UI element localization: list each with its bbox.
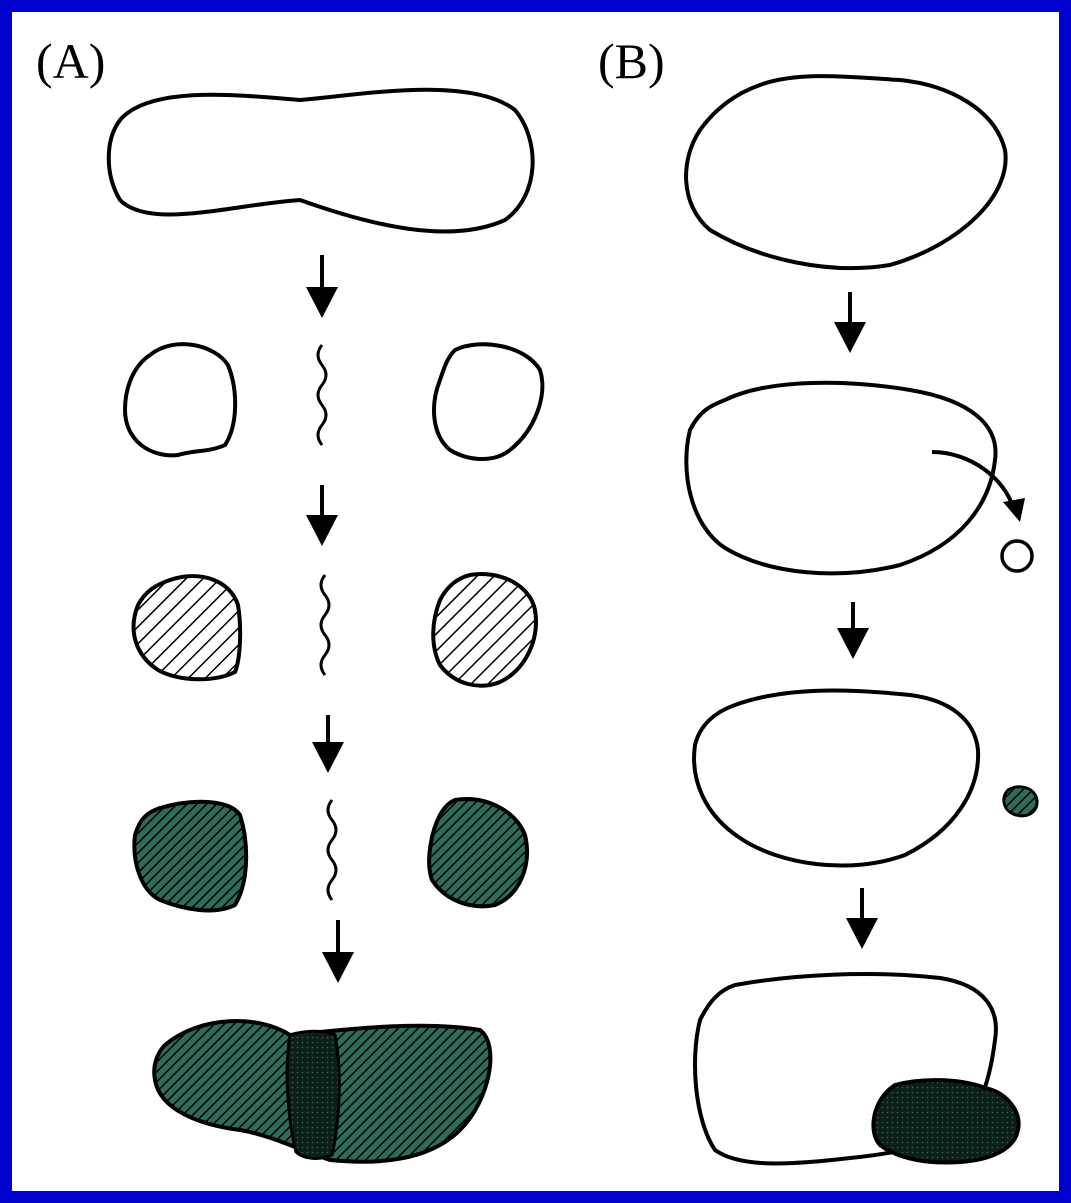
- a-wavy-divider-1: [316, 344, 328, 446]
- a-left-cell-light-hatch: [131, 574, 243, 682]
- a-right-cell-light-hatch: [431, 572, 538, 688]
- a-initial-cell: [106, 87, 535, 234]
- b-dark-mass: [871, 1078, 1021, 1165]
- a-arrow-1: [306, 255, 338, 318]
- b-cell-stage-3: [692, 688, 981, 868]
- a-right-cell-open: [432, 342, 545, 461]
- b-budding-arrow: [931, 450, 1016, 511]
- a-arrow-2: [306, 485, 338, 546]
- a-left-cell-open: [122, 342, 238, 458]
- b-small-bud-open: [1000, 539, 1034, 573]
- a-arrow-4: [322, 920, 354, 983]
- a-arrow-3: [312, 715, 344, 773]
- panel-b-label: (B): [598, 33, 665, 89]
- b-cell-stage-2: [684, 380, 998, 576]
- b-arrow-3: [846, 888, 878, 949]
- b-arrow-1: [834, 292, 866, 353]
- panel-a-label: (A): [36, 33, 106, 89]
- a-right-cell-dark-hatch: [427, 797, 529, 909]
- b-small-bud-hatched: [1002, 785, 1039, 818]
- b-cell-stage-1: [684, 74, 1008, 271]
- b-budding-arrowhead: [1003, 498, 1025, 522]
- a-left-cell-dark-hatch: [132, 799, 249, 913]
- a-fusion-zone: [285, 1029, 341, 1160]
- a-wavy-divider-2: [319, 574, 331, 676]
- b-arrow-2: [837, 602, 869, 659]
- a-wavy-divider-3: [326, 799, 338, 901]
